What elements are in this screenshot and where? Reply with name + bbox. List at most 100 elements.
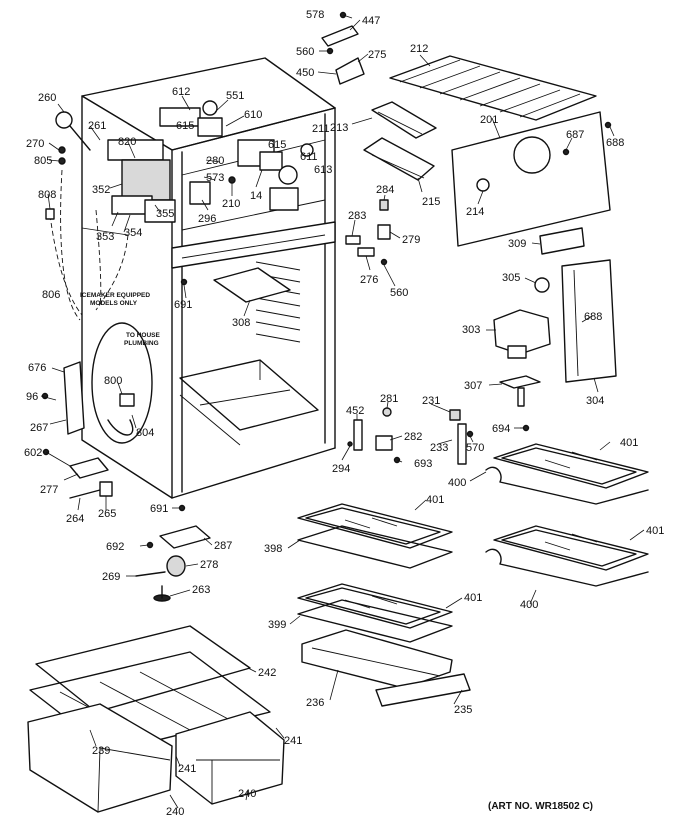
part-label: 239 — [92, 745, 110, 757]
part-label: 213 — [330, 122, 348, 134]
part-label: 265 — [98, 508, 116, 520]
control-components — [45, 100, 314, 223]
plumbing-note-line1: TO HOUSE — [126, 332, 160, 339]
part-label: 307 — [464, 380, 482, 392]
part-label: 242 — [258, 667, 276, 679]
diagram-notes: ICEMAKER EQUIPPED MODELS ONLY TO HOUSE P… — [80, 292, 593, 812]
part-label: 578 — [306, 9, 324, 21]
part-label: 278 — [200, 559, 218, 571]
part-label: 808 — [38, 189, 56, 201]
part-label: 263 — [192, 584, 210, 596]
part-label: 804 — [136, 427, 154, 439]
part-number-labels: 578 447 560 275 450 212 260 612 551 615 … — [24, 9, 664, 818]
part-label: 447 — [362, 15, 380, 27]
part-label: 355 — [156, 208, 174, 220]
part-label: 560 — [390, 287, 408, 299]
art-number: (ART NO. WR18502 C) — [488, 801, 593, 812]
part-label: 570 — [466, 442, 484, 454]
part-label: 611 — [300, 151, 318, 163]
part-label: 304 — [586, 395, 604, 407]
part-label: 270 — [26, 138, 44, 150]
part-label: 267 — [30, 422, 48, 434]
part-label: 615 — [176, 120, 194, 132]
icemaker-wiring-dashed-lines — [49, 169, 129, 321]
part-label: 280 — [206, 155, 224, 167]
part-label: 688 — [606, 137, 624, 149]
part-label: 613 — [314, 164, 332, 176]
part-label: 612 — [172, 86, 190, 98]
part-label: 279 — [402, 234, 420, 246]
part-label: 694 — [492, 423, 510, 435]
refrigerator-cabinet — [81, 57, 336, 499]
glass-shelves — [297, 443, 649, 643]
leader-lines — [40, 14, 645, 809]
part-label: 282 — [404, 431, 422, 443]
plumbing-note-line2: PLUMBING — [124, 340, 159, 347]
part-label: 283 — [348, 210, 366, 222]
part-label: 401 — [426, 494, 444, 506]
part-label: 551 — [226, 90, 244, 102]
part-label: 800 — [104, 375, 122, 387]
part-label: 806 — [42, 289, 60, 301]
part-label: 354 — [124, 227, 142, 239]
part-label: 235 — [454, 704, 472, 716]
upper-right-parts — [321, 11, 617, 432]
part-label: 687 — [566, 129, 584, 141]
part-label: 241 — [284, 735, 302, 747]
part-label: 401 — [464, 592, 482, 604]
part-label: 615 — [268, 139, 286, 151]
crisper-drawers — [27, 625, 471, 813]
part-label: 676 — [28, 362, 46, 374]
part-label: 233 — [430, 442, 448, 454]
part-label: 212 — [410, 43, 428, 55]
icemaker-note-line2: MODELS ONLY — [90, 300, 138, 307]
part-label: 231 — [422, 395, 440, 407]
part-label: 96 — [26, 391, 38, 403]
part-label: 450 — [296, 67, 314, 79]
part-label: 236 — [306, 697, 324, 709]
part-label: 281 — [380, 393, 398, 405]
part-label: 401 — [620, 437, 638, 449]
part-label: 284 — [376, 184, 394, 196]
part-label: 241 — [178, 763, 196, 775]
part-label: 398 — [264, 543, 282, 555]
part-label: 215 — [422, 196, 440, 208]
part-label: 691 — [174, 299, 192, 311]
part-label: 399 — [268, 619, 286, 631]
part-label: 602 — [24, 447, 42, 459]
part-label: 269 — [102, 571, 120, 583]
part-label: 14 — [250, 190, 262, 202]
part-label: 560 — [296, 46, 314, 58]
part-label: 287 — [214, 540, 232, 552]
part-label: 211 — [312, 123, 330, 135]
part-label: 452 — [346, 405, 364, 417]
part-label: 276 — [360, 274, 378, 286]
part-label: 805 — [34, 155, 52, 167]
part-label: 400 — [520, 599, 538, 611]
part-label: 260 — [38, 92, 56, 104]
part-label: 277 — [40, 484, 58, 496]
part-label: 201 — [480, 114, 498, 126]
part-label: 309 — [508, 238, 526, 250]
part-label: 400 — [448, 477, 466, 489]
part-label: 261 — [88, 120, 106, 132]
part-label: 308 — [232, 317, 250, 329]
part-label: 820 — [118, 136, 136, 148]
part-label: 352 — [92, 184, 110, 196]
part-label: 688 — [584, 311, 602, 323]
part-label: 296 — [198, 213, 216, 225]
part-label: 240 — [238, 788, 256, 800]
middle-hardware — [41, 278, 474, 602]
icemaker-note-line1: ICEMAKER EQUIPPED — [80, 292, 150, 299]
part-label: 303 — [462, 324, 480, 336]
part-label: 264 — [66, 513, 84, 525]
part-label: 401 — [646, 525, 664, 537]
part-label: 573 — [206, 172, 224, 184]
part-label: 692 — [106, 541, 124, 553]
part-label: 691 — [150, 503, 168, 515]
part-label: 275 — [368, 49, 386, 61]
part-label: 353 — [96, 231, 114, 243]
part-label: 693 — [414, 458, 432, 470]
part-label: 240 — [166, 806, 184, 818]
